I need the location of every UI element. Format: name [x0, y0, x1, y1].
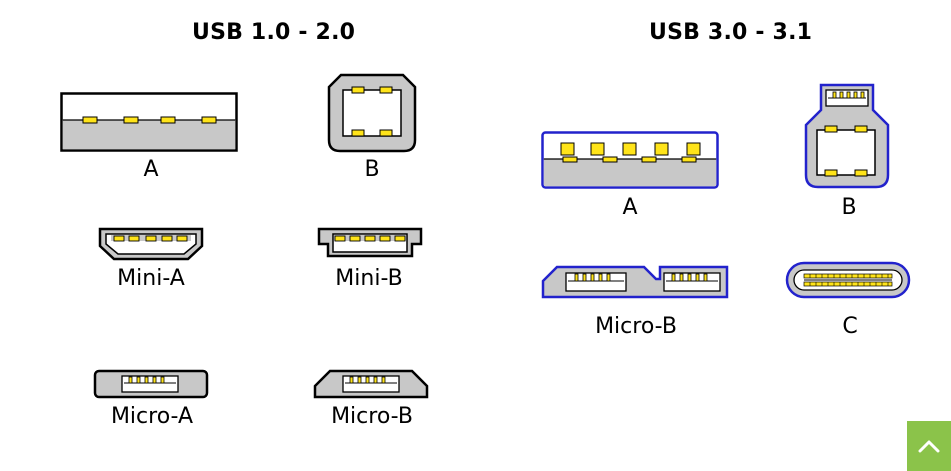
usb2-b-connector-icon [327, 73, 417, 153]
usb3-a-connector-icon [541, 131, 719, 189]
usb3-micro-b-label: Micro-B [595, 314, 677, 339]
usb3-heading: USB 3.0 - 3.1 [649, 20, 813, 45]
usb2-mini-a-connector-icon [98, 227, 204, 261]
usb2-a-connector-icon [60, 92, 238, 152]
usb2-a-label: A [143, 157, 159, 182]
usb3-b-connector-icon [804, 83, 890, 189]
usb3-b-label: B [841, 195, 857, 220]
usb2-micro-b-label: Micro-B [331, 404, 413, 429]
usb3-c-label: C [842, 314, 858, 339]
usb2-micro-b-connector-icon [313, 369, 429, 399]
usb2-mini-a-label: Mini-A [117, 266, 185, 291]
usb2-mini-b-label: Mini-B [335, 266, 403, 291]
usb2-mini-b-connector-icon [317, 227, 423, 258]
scroll-to-top-button[interactable] [907, 421, 951, 471]
usb2-heading: USB 1.0 - 2.0 [192, 20, 356, 45]
usb3-a-label: A [622, 195, 638, 220]
usb3-c-connector-icon [785, 261, 911, 299]
chevron-up-icon [918, 440, 940, 453]
usb2-b-label: B [364, 157, 380, 182]
usb2-micro-a-connector-icon [93, 369, 209, 399]
usb2-micro-a-label: Micro-A [110, 404, 194, 429]
usb3-micro-b-connector-icon [541, 265, 729, 299]
